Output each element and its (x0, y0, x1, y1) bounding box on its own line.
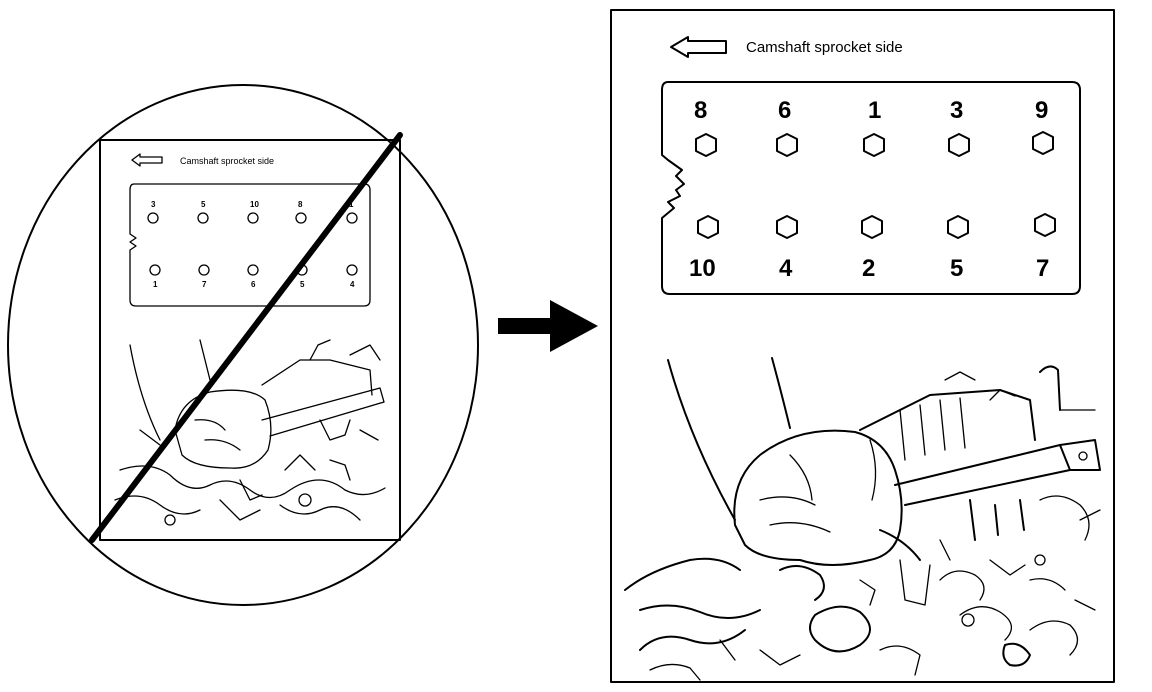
bolt-icon (1034, 213, 1056, 237)
incorrect-label: Camshaft sprocket side (180, 156, 274, 166)
bolt-number: 10 (250, 200, 259, 209)
correct-top-bolts (695, 131, 1054, 157)
incorrect-panel-frame (99, 139, 401, 541)
bolt-icon (947, 215, 969, 239)
bolt-icon (776, 215, 798, 239)
bolt-number: 1 (153, 280, 158, 289)
correct-top-numbers: 8 6 1 3 9 (694, 97, 1048, 124)
bolt-number: 8 (298, 200, 303, 209)
correct-bottom-bolts (697, 213, 1056, 239)
correct-panel-frame (610, 9, 1115, 683)
bolt-number: 6 (778, 97, 791, 124)
bolt-number: 8 (694, 97, 707, 124)
bolt-number: 7 (202, 280, 207, 289)
correct-example: Camshaft sprocket side 8 6 1 3 9 (610, 9, 1115, 683)
bolt-number: 9 (1035, 97, 1048, 124)
bolt-number: 3 (151, 200, 156, 209)
bolt-icon (295, 212, 307, 224)
bolt-icon (346, 212, 358, 224)
bolt-icon (776, 133, 798, 157)
bolt-number: 7 (1036, 255, 1049, 282)
incorrect-hand-wrench-illustration (114, 339, 386, 526)
incorrect-head-outline (129, 183, 371, 307)
incorrect-example: Camshaft sprocket side 3 5 10 8 1 (7, 84, 479, 606)
bolt-number: 4 (779, 255, 793, 282)
bolt-icon (149, 264, 161, 276)
bolt-icon (1032, 131, 1054, 155)
correct-arrow-icon (670, 36, 727, 58)
bolt-number: 4 (350, 280, 355, 289)
bolt-icon (147, 212, 159, 224)
correct-label: Camshaft sprocket side (746, 39, 903, 56)
bolt-icon (863, 133, 885, 157)
incorrect-bottom-numbers: 1 7 6 5 4 (153, 280, 355, 289)
bolt-icon (948, 133, 970, 157)
bolt-icon (346, 264, 358, 276)
strike-through-line (89, 132, 403, 543)
bolt-number: 6 (251, 280, 256, 289)
bolt-number: 5 (950, 255, 963, 282)
incorrect-top-bolts (147, 212, 358, 224)
bolt-number: 1 (868, 97, 881, 124)
bolt-icon (695, 133, 717, 157)
bolt-number: 1 (349, 200, 354, 209)
bolt-number: 5 (300, 280, 305, 289)
bolt-icon (247, 264, 259, 276)
correct-hand-wrench-illustration (624, 357, 1101, 681)
bolt-icon (197, 212, 209, 224)
bolt-icon (697, 215, 719, 239)
incorrect-bottom-bolts (149, 264, 358, 276)
bolt-icon (198, 264, 210, 276)
bolt-icon (247, 212, 259, 224)
bolt-number: 10 (689, 255, 716, 282)
right-arrow-icon (498, 300, 598, 352)
incorrect-top-numbers: 3 5 10 8 1 (151, 200, 354, 209)
bolt-number: 5 (201, 200, 206, 209)
bolt-icon (861, 215, 883, 239)
bolt-number: 3 (950, 97, 963, 124)
magnifier-circle (7, 84, 479, 606)
correct-bottom-numbers: 10 4 2 5 7 (689, 255, 1049, 282)
correct-head-outline (661, 81, 1081, 295)
incorrect-arrow-icon (131, 153, 163, 167)
bolt-number: 2 (862, 255, 875, 282)
